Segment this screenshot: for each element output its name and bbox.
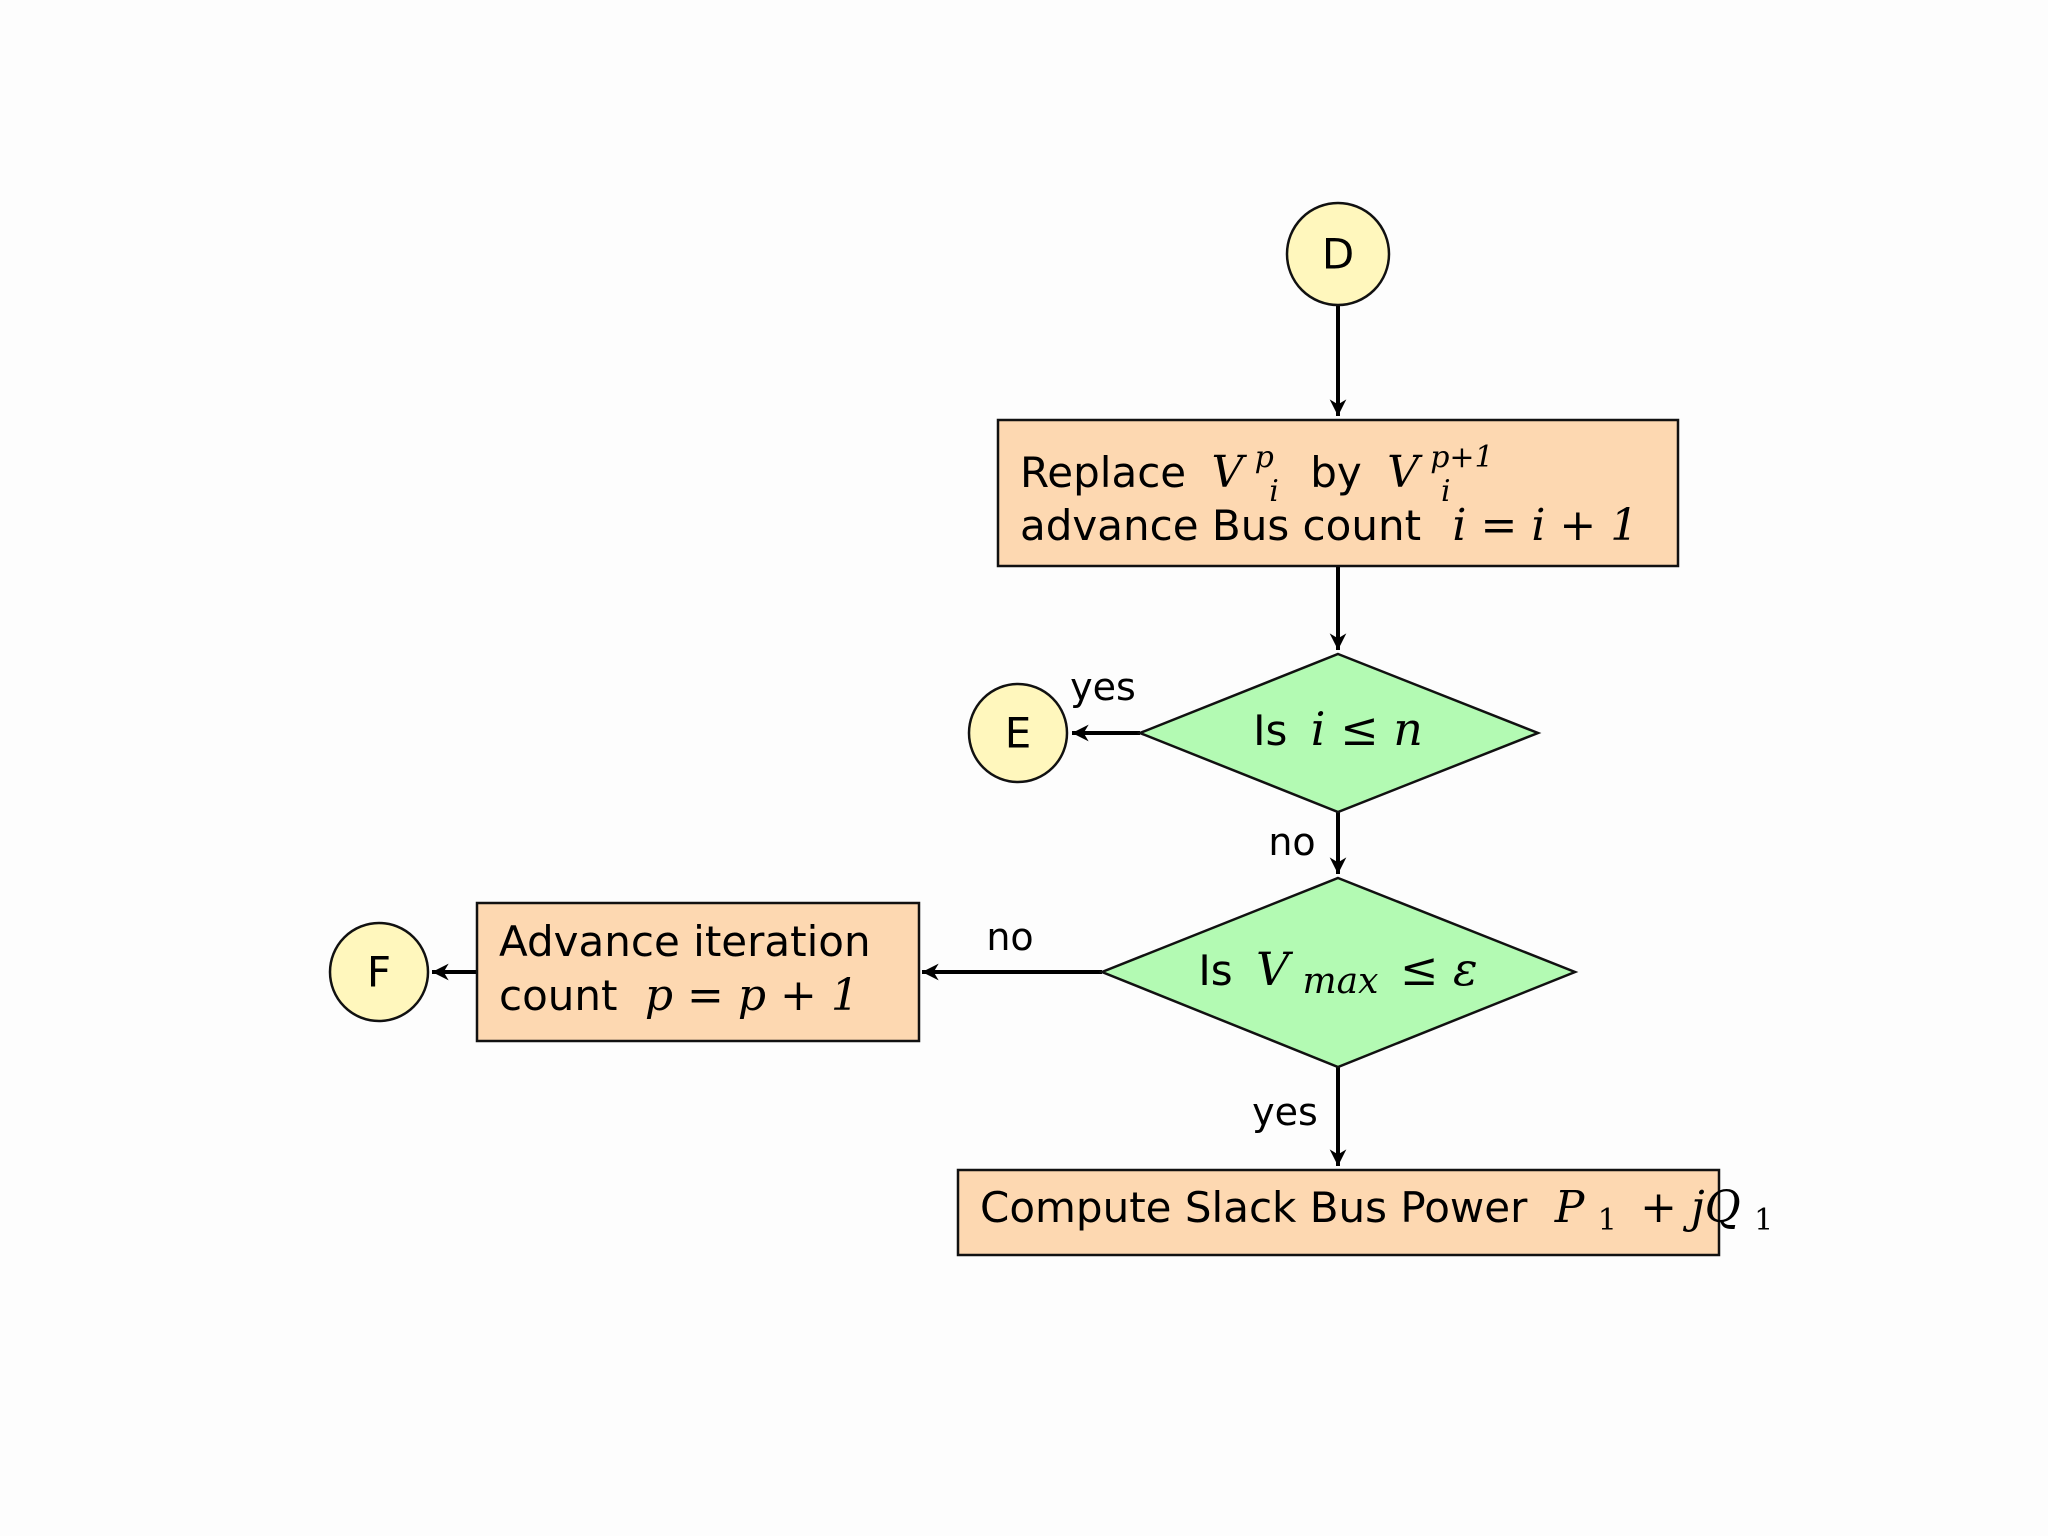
compute-slack-bus-text: Compute Slack Bus Power P 1 + jQ 1: [980, 1182, 1773, 1240]
replace-line-2: advance Bus count i = i + 1: [1020, 500, 1638, 551]
bus-count-decision-text: Is i ≤ n: [1253, 702, 1423, 756]
edge-label-bus-yes: yes: [1070, 665, 1136, 709]
advance-line-1: Advance iteration: [499, 917, 871, 966]
advance-line-2: count p = p + 1: [499, 970, 859, 1021]
connector-f-label: F: [367, 948, 391, 997]
vmax-decision-text: Is V max ≤ ε: [1198, 942, 1477, 1003]
compute-slack-bus-box: Compute Slack Bus Power P 1 + jQ 1: [956, 1168, 1773, 1257]
connector-e-label: E: [1005, 709, 1032, 758]
replace-line-1: Replace V p i by V p+1 i: [1020, 428, 1507, 511]
connector-f: F: [328, 921, 430, 1023]
bus-count-decision: Is i ≤ n: [1136, 652, 1542, 814]
replace-process-box: Replace V p i by V p+1 i advance Bus cou…: [996, 418, 1680, 568]
connector-e: E: [967, 682, 1069, 784]
edge-label-vmax-yes: yes: [1252, 1090, 1318, 1134]
vmax-decision: Is V max ≤ ε: [1098, 876, 1579, 1069]
connector-d: D: [1285, 201, 1391, 307]
advance-iteration-box: Advance iteration count p = p + 1: [475, 901, 921, 1043]
edge-label-bus-no: no: [1268, 820, 1315, 864]
connector-d-label: D: [1322, 230, 1354, 279]
edge-label-vmax-no: no: [986, 915, 1033, 959]
